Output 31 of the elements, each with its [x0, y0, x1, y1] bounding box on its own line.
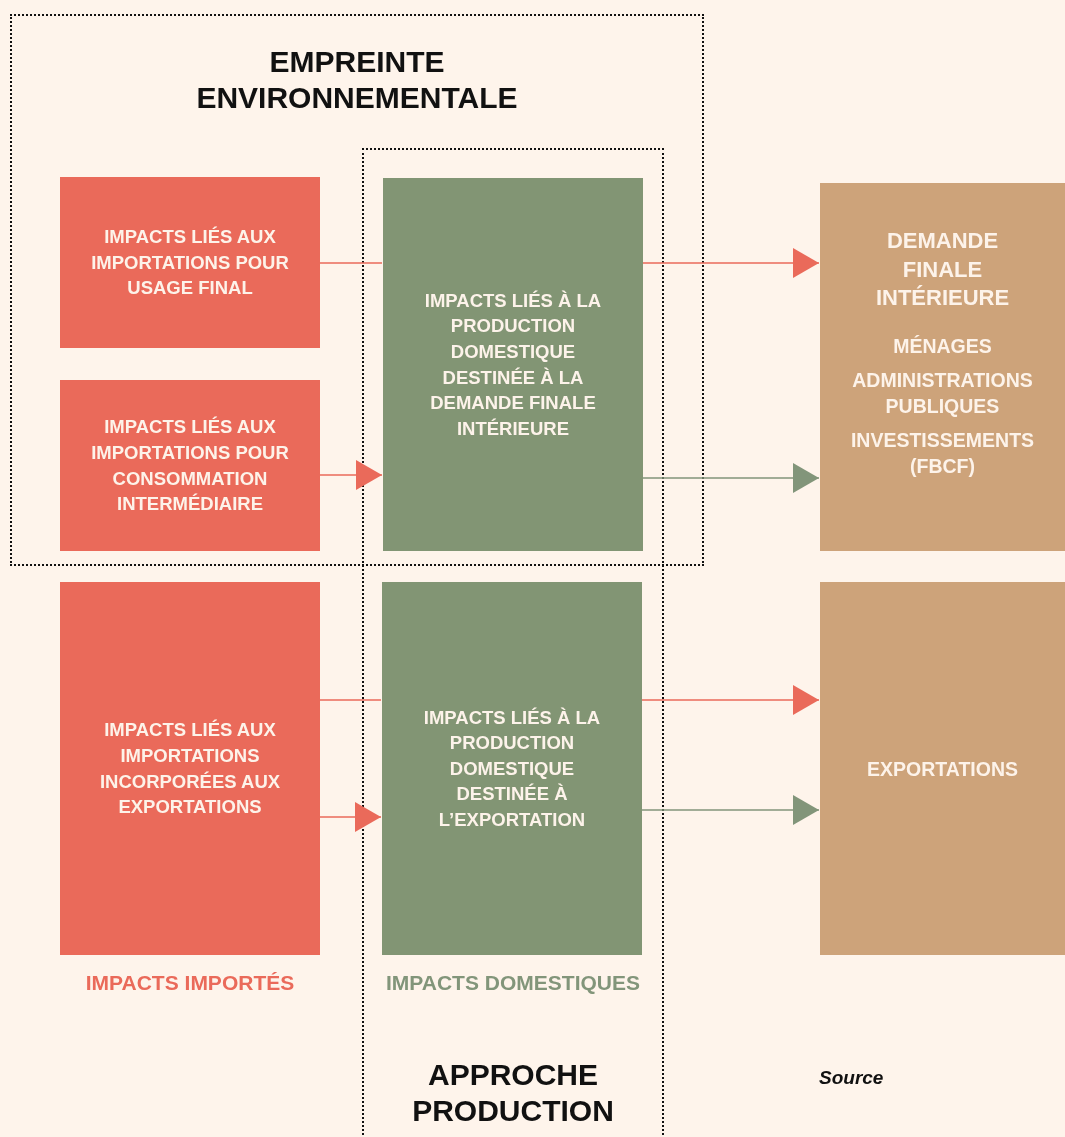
box-text: IMPACTS LIÉS À LA PRODUCTION DOMESTIQUE DESTINÉE À LA DEMANDE FINALE INTÉRIEURE [423, 288, 603, 441]
process-box [383, 178, 643, 551]
process-box [60, 380, 320, 551]
box-item: ADMINISTRATIONS PUBLIQUES [851, 367, 1034, 419]
connector-line [319, 262, 383, 264]
box-text: IMPACTS LIÉS AUX IMPORTATIONS POUR CONSOMMATION INTERMÉDIAIRE [90, 415, 290, 517]
box-text: IMPACTS LIÉS AUX IMPORTATIONS INCORPORÉES AUX EXPORTATIONS [98, 718, 282, 820]
arrow [642, 463, 820, 493]
box-item: INVESTISSEMENTS (FBCF) [849, 427, 1036, 479]
destination-box [820, 582, 1065, 955]
process-box [382, 582, 642, 955]
arrow [642, 248, 820, 278]
box-heading: EXPORTATIONS [867, 756, 1018, 782]
column-label: IMPACTS DOMESTIQUES [385, 970, 641, 996]
box-item: MÉNAGES [893, 333, 992, 359]
box-text: IMPACTS LIÉS AUX IMPORTATIONS POUR USAGE FINAL [90, 225, 290, 301]
destination-box [820, 183, 1065, 551]
dotted-frame [362, 148, 664, 1137]
box-heading: DEMANDE FINALE INTÉRIEURE [874, 227, 1011, 312]
frame-heading: EMPREINTE ENVIRONNEMENTALE [195, 44, 519, 116]
box-text: IMPACTS LIÉS À LA PRODUCTION DOMESTIQUE DESTINÉE À L’EXPORTATION [422, 705, 602, 832]
arrow [319, 460, 383, 490]
arrow [641, 795, 820, 825]
source-note: Source [819, 1066, 885, 1090]
connector-line [319, 699, 382, 701]
arrow [641, 685, 820, 715]
column-label: IMPACTS IMPORTÉS [84, 970, 296, 996]
process-box [60, 582, 320, 955]
process-box [60, 177, 320, 348]
frame-heading: APPROCHE PRODUCTION [411, 1057, 615, 1129]
arrow [319, 802, 382, 832]
